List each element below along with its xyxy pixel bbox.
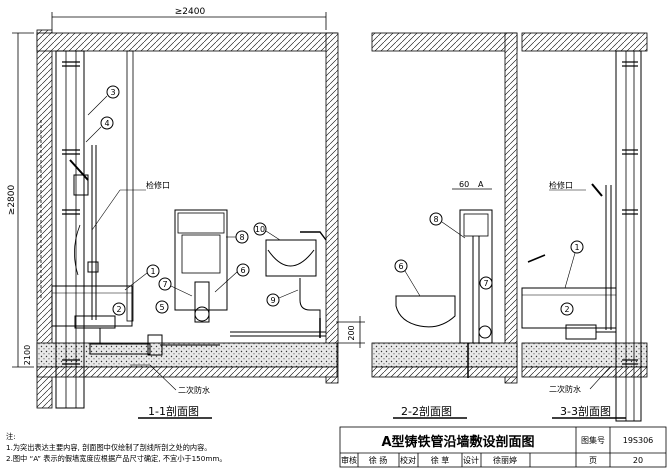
- bathtub-3: [521, 287, 617, 329]
- atlas-number: 19S306: [623, 436, 654, 445]
- s3-callout-2: 2: [564, 305, 569, 314]
- grab-bar: [527, 254, 546, 263]
- cistern: [181, 234, 221, 274]
- drain-pipes: [74, 315, 220, 356]
- s3-callout-1: 1: [574, 243, 579, 252]
- review-label: 审核: [341, 455, 357, 465]
- callout-4: 4: [104, 119, 109, 128]
- wash-basin: [265, 239, 317, 277]
- section-2-2: 60 A 200 8 6 7 2-2剖面图: [336, 32, 518, 419]
- toilet-outlet: [194, 281, 210, 323]
- s2-callout-6: 6: [398, 262, 403, 271]
- s2-callout-7: 7: [483, 279, 488, 288]
- stack-joints: [62, 61, 80, 365]
- title-block: [339, 426, 667, 468]
- design-name: 徐丽婷: [493, 455, 517, 465]
- cistern-2: [463, 213, 489, 237]
- section-title-1: 1-1剖面图: [148, 404, 199, 418]
- pipe-shaft: [55, 50, 85, 409]
- right-wall: [325, 32, 339, 384]
- basin-trap: [299, 278, 321, 318]
- section-3-3: 1 2 检修口 二次防水 3-3剖面图: [521, 32, 648, 422]
- notes-heading: 注:: [6, 432, 16, 441]
- shower-valve: [73, 174, 89, 196]
- note-line-2: 2.图中 “A” 表示的假墙宽度应根据产品尺寸确定, 不宜小于150mm。: [6, 454, 227, 463]
- callout-7: 7: [162, 280, 167, 289]
- left-wall: [36, 29, 53, 409]
- callout-3: 3: [110, 88, 115, 97]
- atlas-label: 图集号: [581, 435, 605, 445]
- callout-2: 2: [116, 305, 121, 314]
- bathtub: [51, 285, 133, 327]
- shower-head-3: [591, 183, 603, 197]
- false-wall: [126, 50, 134, 322]
- shower-arm: [69, 159, 89, 181]
- note-line-1: 1.为突出表达主要内容, 剖面图中仅绘制了剖线所剖之处的内容。: [6, 443, 212, 452]
- dim-2100: 2100: [23, 345, 32, 365]
- ceiling-slab-2: [371, 32, 518, 52]
- callout-6: 6: [240, 266, 245, 275]
- page-label: 页: [589, 456, 597, 465]
- section-title-2: 2-2剖面图: [401, 404, 452, 418]
- ceiling-slab: [36, 32, 338, 52]
- height-dimension: ≥2800: [7, 185, 17, 216]
- section-title-3: 3-3剖面图: [560, 404, 611, 418]
- label-waterproof-2: 二次防水: [549, 384, 581, 394]
- right-wall-2: [504, 32, 518, 384]
- dim-a: A: [478, 180, 484, 189]
- structural-slab: [36, 366, 338, 378]
- label-access-port-2: 检修口: [549, 180, 573, 190]
- drawing-notes: 注: 1.为突出表达主要内容, 剖面图中仅绘制了剖线所剖之处的内容。 2.图中 …: [6, 431, 340, 464]
- floor-drain-2: [478, 325, 492, 339]
- basin-bowl: [267, 249, 315, 267]
- callout-10: 10: [255, 225, 265, 234]
- review-name: 徐 扬: [369, 455, 388, 465]
- tub-drain-3: [565, 324, 597, 340]
- ceiling-slab-3: [521, 32, 648, 52]
- tub-faucet: [87, 261, 99, 273]
- label-access-port-1: 检修口: [146, 180, 170, 190]
- callout-5: 5: [159, 303, 164, 312]
- design-label: 设计: [463, 455, 479, 465]
- callouts-section-1: 3 4 1 2 5 6 7 8 9 10: [85, 85, 299, 316]
- check-label: 校对: [400, 455, 416, 465]
- basin-faucet: [300, 231, 327, 241]
- callout-8: 8: [239, 233, 244, 242]
- callout-9: 9: [270, 296, 275, 305]
- cistern-top: [177, 212, 225, 234]
- drawing-title: A型铸铁管沿墙敷设剖面图: [381, 434, 534, 450]
- dim-60: 60: [459, 180, 469, 189]
- pipe-shaft-3: [615, 50, 642, 422]
- label-waterproof-1: 二次防水: [178, 385, 210, 395]
- callout-1: 1: [150, 267, 155, 276]
- toilet-frame: [174, 209, 228, 311]
- structural-slab-3: [521, 366, 648, 378]
- toilet-bowl-2: [395, 295, 456, 328]
- s2-callout-8: 8: [433, 215, 438, 224]
- section-1-1: ≥2400 ≥2800 2100 3 4 1 2 5 6 7: [7, 7, 339, 419]
- check-name: 徐 草: [431, 455, 450, 465]
- shower-hose: [74, 224, 81, 276]
- page-number: 20: [633, 456, 643, 465]
- structural-slab-2: [371, 366, 518, 378]
- stack-joints-3: [622, 61, 638, 365]
- dim-200: 200: [347, 325, 356, 340]
- width-dimension: ≥2400: [175, 7, 206, 17]
- toilet-pan: [194, 306, 210, 322]
- floor-slab-2: [371, 342, 518, 368]
- false-wall-2: [459, 209, 493, 344]
- floor-slab: [36, 342, 338, 368]
